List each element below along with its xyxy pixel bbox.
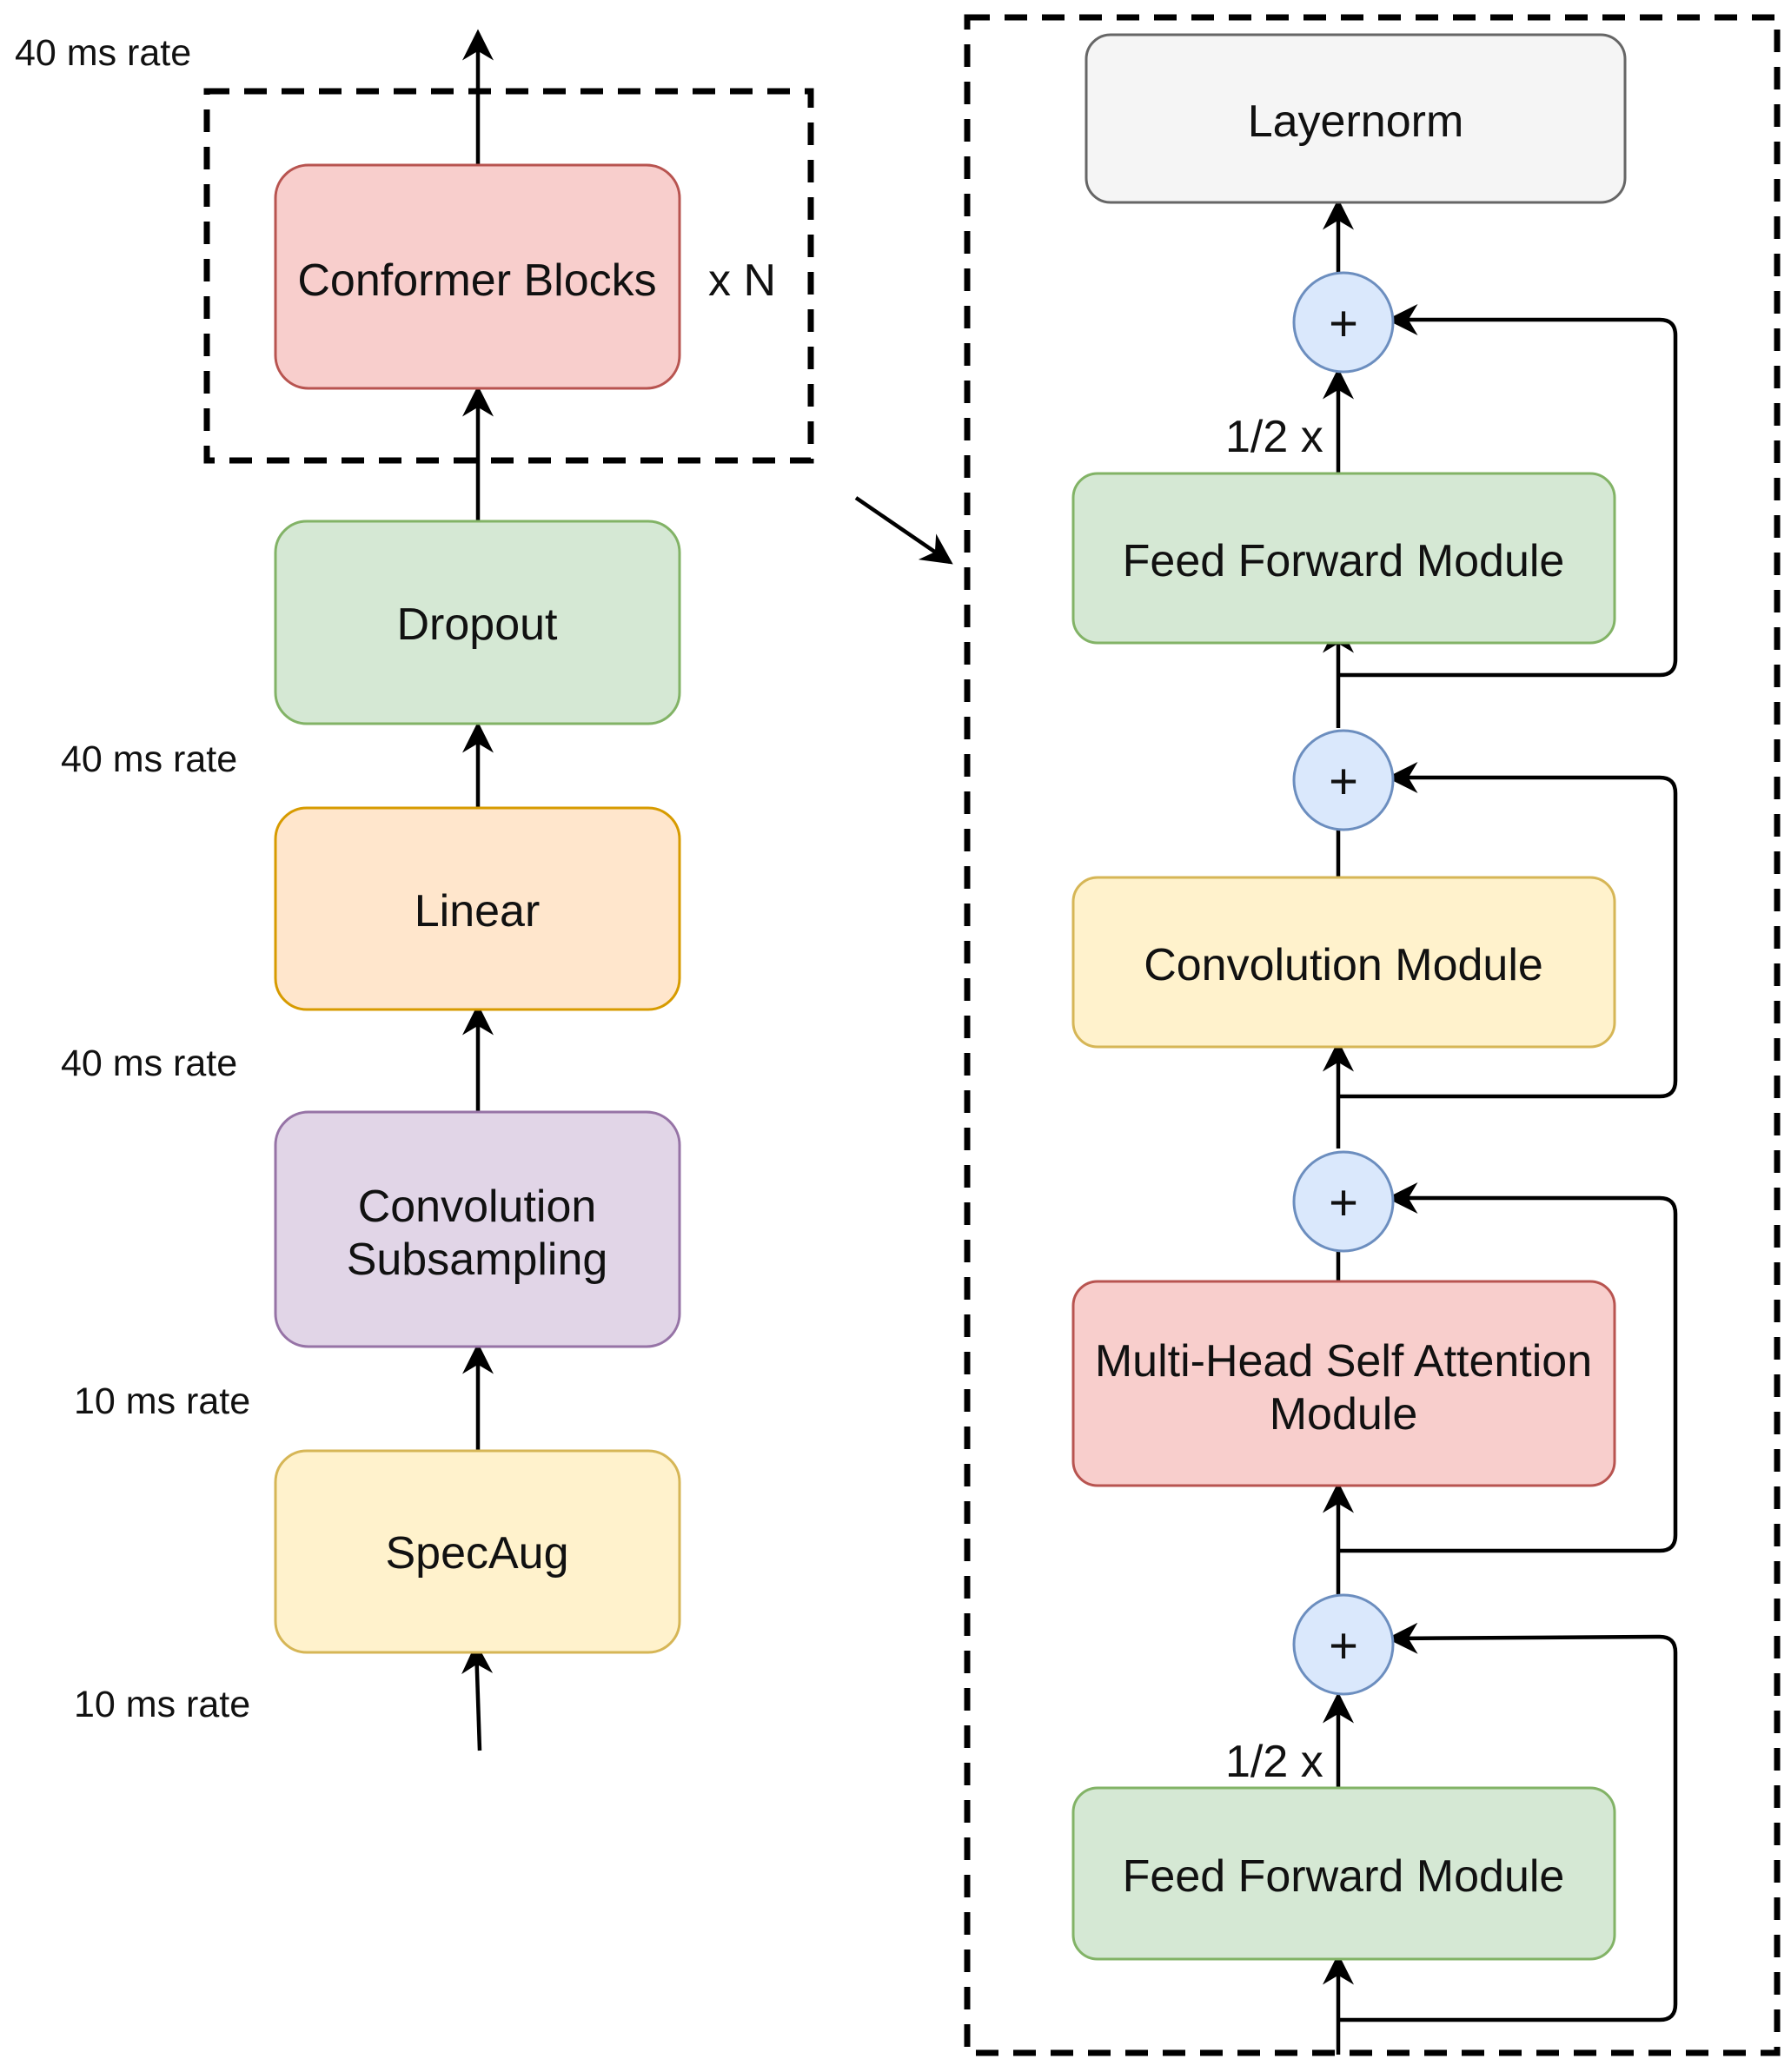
plus-icon: + <box>1329 1618 1358 1674</box>
conformer-block-detail-group <box>964 14 1781 2056</box>
rate-label-input: 10 ms rate <box>74 1684 250 1725</box>
add-circle-1: + <box>1292 1593 1395 1696</box>
specaug-label: SpecAug <box>385 1528 568 1579</box>
specaug-box: SpecAug <box>274 1449 681 1654</box>
rate-label-output: 40 ms rate <box>15 32 191 74</box>
half-scale-label-bottom: 1/2 x <box>1225 1737 1323 1787</box>
layernorm-box: Layernorm <box>1085 33 1627 204</box>
multi-head-self-attention-module: Multi-Head Self Attention Module <box>1071 1280 1616 1487</box>
residual-ffn-top <box>1338 304 1678 678</box>
conformer-blocks-label: Conformer Blocks <box>297 255 656 306</box>
feed-forward-top-label: Feed Forward Module <box>1123 536 1565 586</box>
plus-icon: + <box>1329 753 1358 810</box>
layernorm-label: Layernorm <box>1248 96 1464 147</box>
rate-label-linear: 40 ms rate <box>61 738 237 780</box>
conformer-blocks-box: Conformer Blocks <box>274 163 681 390</box>
linear-box: Linear <box>274 806 681 1011</box>
mhsa-label-line2: Module <box>1270 1389 1418 1440</box>
repeat-label: x N <box>708 255 776 306</box>
expand-arrow <box>854 496 953 565</box>
conformer-blocks-group <box>203 88 814 464</box>
dropout-label: Dropout <box>397 599 559 650</box>
residual-conv <box>1338 762 1678 1099</box>
add-circle-4: + <box>1292 271 1395 374</box>
feed-forward-bottom-label: Feed Forward Module <box>1123 1851 1565 1902</box>
arrow-input-to-specaug <box>461 1642 494 1751</box>
half-scale-label-top: 1/2 x <box>1225 412 1323 462</box>
plus-icon: + <box>1329 295 1358 352</box>
residual-ffn-bottom <box>1338 1622 1678 2022</box>
rate-label-specaug: 10 ms rate <box>74 1380 250 1422</box>
add-circle-3: + <box>1292 729 1395 831</box>
rate-label-subsampling: 40 ms rate <box>61 1043 237 1084</box>
subsampling-label-line2: Subsampling <box>347 1235 608 1285</box>
feed-forward-module-top: Feed Forward Module <box>1071 472 1616 645</box>
convolution-module-label: Convolution Module <box>1144 940 1543 990</box>
convolution-module: Convolution Module <box>1071 876 1616 1049</box>
convolution-subsampling-box: Convolution Subsampling <box>274 1110 681 1348</box>
plus-icon: + <box>1329 1175 1358 1231</box>
dropout-box: Dropout <box>274 520 681 725</box>
add-circle-2: + <box>1292 1150 1395 1253</box>
linear-label: Linear <box>415 886 541 937</box>
subsampling-label-line1: Convolution <box>358 1182 597 1232</box>
residual-mhsa <box>1338 1182 1678 1553</box>
mhsa-label-line1: Multi-Head Self Attention <box>1095 1336 1592 1387</box>
feed-forward-module-bottom: Feed Forward Module <box>1071 1786 1616 1961</box>
